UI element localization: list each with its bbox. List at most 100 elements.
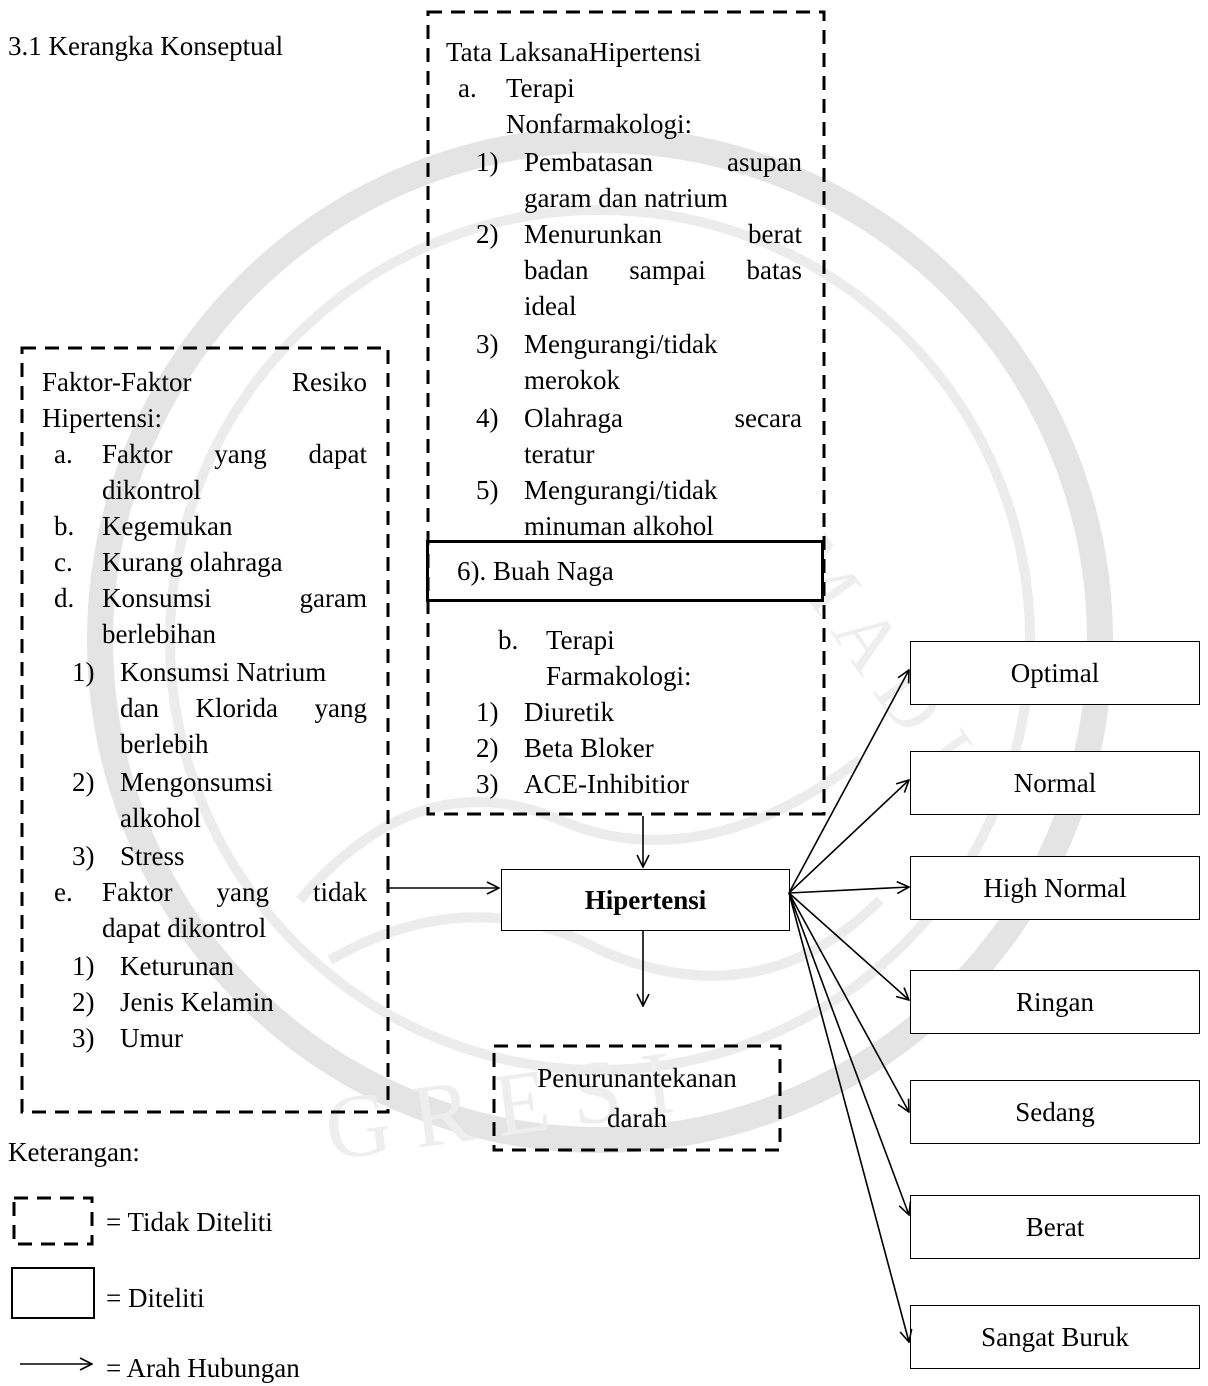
tata-item-1-line1: Pembatasan asupan [524,147,802,177]
faktor-e-item-2-text: Jenis Kelamin [120,987,274,1017]
faktor-e-item-2-num: 2) [72,987,95,1017]
arrow-to-optimal [788,670,909,894]
tata-b-line1: Terapi [546,625,615,655]
tata-b-item-1-text: Diuretik [524,697,614,727]
faktor-a-line1: Faktor yang dapat [102,439,367,469]
tata-item-3-num: 3) [476,329,499,359]
faktor-e-item-3-text: Umur [120,1023,183,1053]
faktor-d-item-2-line1: Mengonsumsi [120,767,274,797]
faktor-d-marker: d. [54,583,75,613]
tata-item-1-num: 1) [476,147,499,177]
tata-heading: Tata LaksanaHipertensi [446,37,702,67]
faktor-d-item-1-line3: berlebih [120,729,209,759]
legend-dashed-label: = Tidak Diteliti [106,1207,273,1237]
tata-b-marker: b. [498,625,519,655]
faktor-d-item-2-line2: alkohol [120,803,201,833]
category-sedang-label: Sedang [1015,1096,1095,1127]
faktor-e-item-1-text: Keturunan [120,951,234,981]
arrow-to-normal [788,780,909,894]
tata-a-line1: Terapi [506,73,575,103]
tata-item-2-line1: Menurunkan berat [524,219,802,249]
tata-item-2-num: 2) [476,219,499,249]
arrow-to-sangat-buruk [788,892,909,1342]
tata-item-1-line2: garam dan natrium [524,183,728,213]
faktor-e-line2: dapat dikontrol [102,913,267,943]
faktor-a-line2: dikontrol [102,475,201,505]
faktor-a-marker: a. [54,439,73,469]
faktor-e-marker: e. [54,877,73,907]
legend-arrow-label: = Arah Hubungan [106,1353,300,1383]
tata-a-line2: Nonfarmakologi: [506,109,692,139]
faktor-d-line1: Konsumsi garam [102,583,367,613]
category-ringan: Ringan [910,970,1200,1034]
category-berat-label: Berat [1025,1211,1085,1242]
tata-item-4-num: 4) [476,403,499,433]
category-high-normal-label: High Normal [983,872,1127,903]
tata-b-item-2-num: 2) [476,733,499,763]
tata-item-3-line1: Mengurangi/tidak [524,329,718,359]
arrow-to-sedang [788,892,909,1112]
legend-heading: Keterangan: [8,1137,140,1167]
faktor-d-line2: berlebihan [102,619,216,649]
buah-naga-box: 6). Buah Naga [426,540,824,602]
tata-item-5-line2: minuman alkohol [524,511,714,541]
faktor-d-item-3-num: 3) [72,841,95,871]
arrow-to-high-normal [788,887,909,893]
penurunan-node: Penurunantekanan darah [494,1046,780,1150]
category-normal-label: Normal [1013,767,1097,798]
faktor-b-marker: b. [54,511,75,541]
tata-laksana-border [426,10,826,816]
penurunan-line2: darah [607,1103,667,1133]
hipertensi-node: Hipertensi [501,869,790,931]
faktor-heading-1: Faktor-Faktor Resiko [42,367,367,397]
faktor-d-item-1-line1: Konsumsi Natrium [120,657,327,687]
faktor-c-text: Kurang olahraga [102,547,283,577]
hipertensi-label: Hipertensi [584,884,707,915]
category-sangat-buruk: Sangat Buruk [910,1305,1200,1369]
arrow-to-berat [788,892,909,1215]
section-title: 3.1 Kerangka Konseptual [8,31,284,61]
faktor-b-text: Kegemukan [102,511,233,541]
category-normal: Normal [910,751,1200,815]
faktor-e-item-1-num: 1) [72,951,95,981]
tata-item-4-line2: teratur [524,439,595,469]
tata-b-item-1-num: 1) [476,697,499,727]
buah-naga-label: 6). Buah Naga [457,555,614,586]
faktor-resiko-block: Faktor-Faktor Resiko Hipertensi: a. Fakt… [22,348,388,1112]
tata-a-marker: a. [458,73,477,103]
tata-b-line2: Farmakologi: [546,661,692,691]
faktor-resiko-border [20,346,390,1114]
tata-laksana-block: Tata LaksanaHipertensi a. Terapi Nonfarm… [428,10,824,816]
tata-item-4-line1: Olahraga secara [524,403,802,433]
faktor-d-item-1-num: 1) [72,657,95,687]
faktor-d-item-2-num: 2) [72,767,95,797]
faktor-e-item-3-num: 3) [72,1023,95,1053]
tata-b-item-3-num: 3) [476,769,499,799]
arrow-to-ringan [788,892,909,1000]
category-sedang: Sedang [910,1080,1200,1144]
category-sangat-buruk-label: Sangat Buruk [981,1321,1129,1352]
legend-solid-label: = Diteliti [106,1283,205,1313]
tata-b-item-3-text: ACE-Inhibitior [524,769,689,799]
category-ringan-label: Ringan [1016,986,1094,1017]
penurunan-border [492,1044,782,1152]
faktor-c-marker: c. [54,547,73,577]
tata-item-5-num: 5) [476,475,499,505]
tata-item-5-line1: Mengurangi/tidak [524,475,718,505]
faktor-heading-2: Hipertensi: [42,403,162,433]
category-high-normal: High Normal [910,856,1200,920]
tata-item-2-line3: ideal [524,291,577,321]
faktor-d-item-1-line2: dan Klorida yang [120,693,367,723]
faktor-d-item-3-line1: Stress [120,841,185,871]
tata-b-item-2-text: Beta Bloker [524,733,654,763]
legend-dashed-swatch [12,1196,94,1246]
tata-item-3-line2: merokok [524,365,620,395]
category-optimal-label: Optimal [1010,657,1100,688]
faktor-e-line1: Faktor yang tidak [102,877,367,907]
category-berat: Berat [910,1195,1200,1259]
tata-item-2-line2: badan sampai batas [524,255,802,285]
penurunan-line1: Penurunantekanan [537,1063,737,1093]
legend-solid-swatch [11,1267,95,1319]
category-optimal: Optimal [910,641,1200,705]
